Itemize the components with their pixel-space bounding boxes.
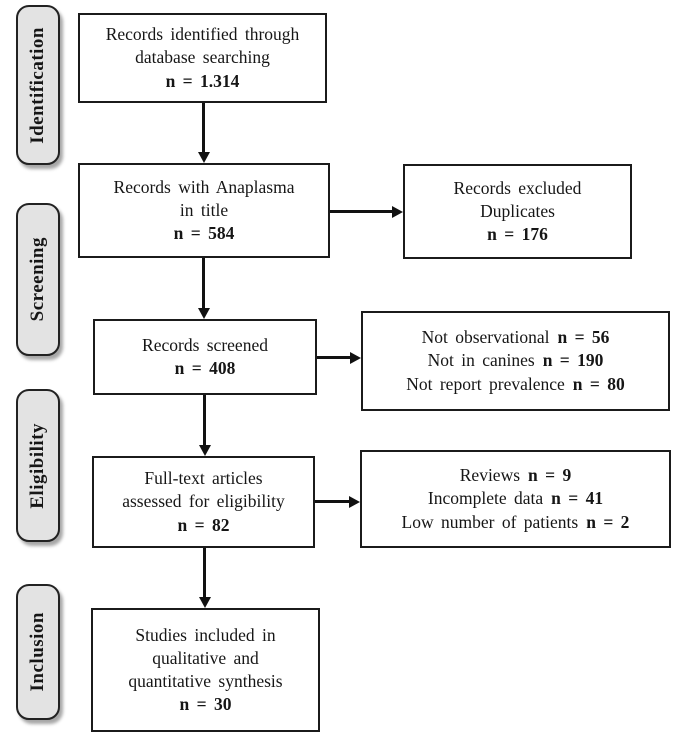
box-fulltext-assessed-line1: Full-text articles bbox=[144, 468, 263, 489]
exclusion-count: n = 56 bbox=[557, 327, 610, 348]
exclusion-label: Not report prevalence bbox=[406, 373, 565, 394]
box-studies-included: Studies included in qualitative and quan… bbox=[91, 608, 320, 732]
arrow-stem bbox=[317, 356, 350, 359]
arrow-screened-to-fulltext bbox=[198, 395, 211, 456]
box-records-identified-count: n = 1.314 bbox=[165, 70, 240, 91]
exclusion-count: n = 2 bbox=[586, 511, 630, 532]
box-records-anaplasma-count: n = 584 bbox=[173, 223, 235, 244]
exclusion-count: n = 80 bbox=[572, 373, 625, 394]
arrow-fulltext-to-included bbox=[198, 548, 211, 608]
box-records-identified-line2: database searching bbox=[135, 47, 270, 68]
box-records-screened-line1: Records screened bbox=[142, 334, 268, 355]
arrow-right-icon bbox=[392, 205, 403, 218]
stage-identification-label: Identification bbox=[27, 26, 48, 144]
arrow-right-icon bbox=[349, 495, 360, 508]
box-excluded-duplicates: Records excluded Duplicates n = 176 bbox=[403, 164, 632, 259]
arrow-stem bbox=[203, 395, 206, 445]
box-excluded-duplicates-line1: Records excluded bbox=[453, 177, 582, 198]
box-studies-included-line1: Studies included in bbox=[135, 624, 276, 645]
arrow-stem bbox=[202, 103, 205, 152]
exclusion-label: Low number of patients bbox=[401, 511, 579, 532]
exclusion-label: Incomplete data bbox=[427, 488, 544, 509]
exclusion-row: Reviews n = 9 bbox=[460, 464, 572, 487]
box-fulltext-assessed-line2: assessed for eligibility bbox=[122, 491, 285, 512]
exclusion-row: Incomplete data n = 41 bbox=[428, 487, 603, 510]
box-fulltext-assessed: Full-text articles assessed for eligibil… bbox=[92, 456, 315, 548]
box-excluded-duplicates-line2: Duplicates bbox=[480, 200, 555, 221]
box-records-screened: Records screened n = 408 bbox=[93, 319, 317, 395]
arrow-stem bbox=[203, 548, 206, 597]
box-records-screened-count: n = 408 bbox=[174, 358, 236, 378]
arrow-right-icon bbox=[350, 351, 361, 364]
arrow-identified-to-anaplasma bbox=[197, 103, 210, 163]
box-excluded-eligibility: Reviews n = 9 Incomplete data n = 41 Low n… bbox=[360, 450, 671, 548]
stage-eligibility-label: Eligibility bbox=[27, 422, 48, 509]
box-excluded-screening: Not observational n = 56 Not in canines n … bbox=[361, 311, 670, 411]
box-records-identified: Records identified through database sear… bbox=[78, 13, 327, 103]
arrow-anaplasma-to-duplicates bbox=[330, 205, 403, 218]
box-records-anaplasma-line1: Records with Anaplasma bbox=[113, 176, 295, 197]
arrow-stem bbox=[330, 210, 392, 213]
exclusion-row: Not observational n = 56 bbox=[422, 326, 610, 349]
exclusion-label: Not in canines bbox=[427, 350, 535, 371]
exclusion-count: n = 190 bbox=[542, 350, 604, 371]
box-studies-included-count: n = 30 bbox=[179, 694, 232, 715]
box-excluded-duplicates-count: n = 176 bbox=[487, 224, 548, 245]
arrow-stem bbox=[315, 500, 349, 503]
arrow-fulltext-to-exclusions bbox=[315, 495, 360, 508]
stage-eligibility: Eligibility bbox=[16, 389, 60, 542]
exclusion-label: Not observational bbox=[421, 327, 550, 348]
box-records-anaplasma-line2: in title bbox=[179, 199, 229, 220]
arrow-anaplasma-to-screened bbox=[197, 258, 210, 319]
exclusion-count: n = 41 bbox=[551, 488, 604, 509]
exclusion-row: Low number of patients n = 2 bbox=[402, 511, 630, 534]
box-records-identified-line1: Records identified through bbox=[105, 24, 300, 45]
box-studies-included-line3: quantitative synthesis bbox=[128, 671, 283, 691]
box-records-anaplasma: Records with Anaplasma in title n = 584 bbox=[78, 163, 330, 258]
exclusion-row: Not report prevalence n = 80 bbox=[406, 373, 625, 396]
arrow-screened-to-exclusions bbox=[317, 351, 361, 364]
exclusion-row: Not in canines n = 190 bbox=[428, 349, 604, 372]
stage-screening: Screening bbox=[16, 203, 60, 356]
stage-inclusion: Inclusion bbox=[16, 584, 60, 720]
exclusion-count: n = 9 bbox=[528, 465, 572, 486]
box-fulltext-assessed-count: n = 82 bbox=[177, 514, 230, 535]
arrow-stem bbox=[202, 258, 205, 308]
arrow-down-icon bbox=[198, 597, 211, 608]
exclusion-label: Reviews bbox=[459, 465, 521, 486]
box-studies-included-line2: qualitative and bbox=[152, 647, 259, 668]
stage-screening-label: Screening bbox=[27, 237, 48, 322]
arrow-down-icon bbox=[197, 308, 210, 319]
arrow-down-icon bbox=[197, 152, 210, 163]
stage-identification: Identification bbox=[16, 5, 60, 165]
arrow-down-icon bbox=[198, 445, 211, 456]
stage-inclusion-label: Inclusion bbox=[27, 612, 48, 692]
